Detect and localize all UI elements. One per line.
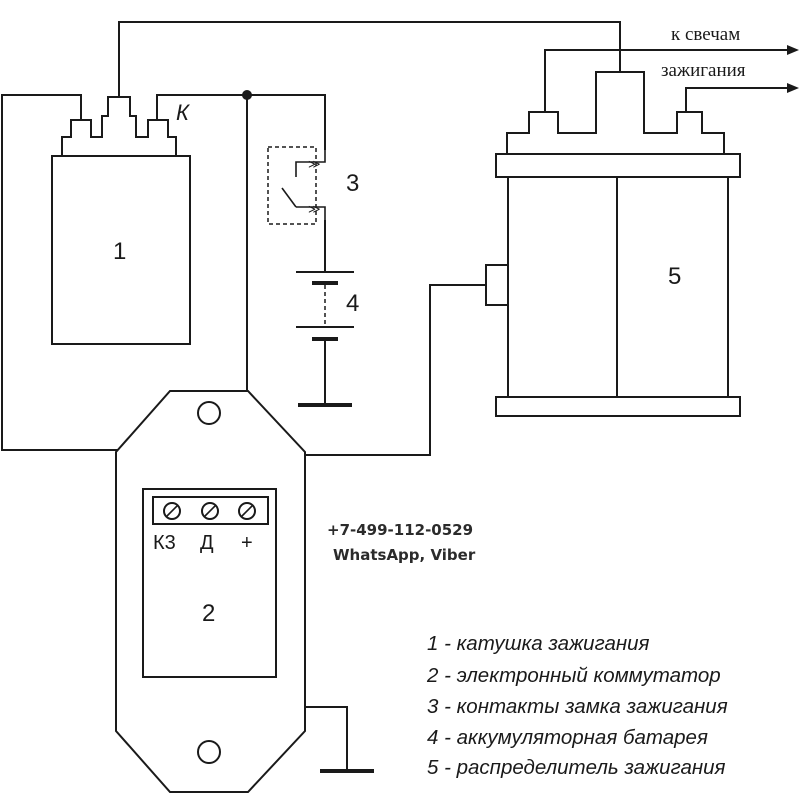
terminal-label-k3: К3 (153, 532, 176, 554)
switch-contact-glyph-upper: ≫ (308, 157, 321, 171)
wire-commutator-ground (305, 706, 348, 771)
distributor-number: 5 (668, 263, 681, 290)
wire-spark-plug-1 (544, 49, 790, 112)
arrowhead-spark-plug-1 (787, 45, 799, 55)
arrowhead-spark-plug-2 (787, 83, 799, 93)
output-label-line1: к свечам (671, 24, 740, 45)
distributor-bottom-flange (495, 396, 741, 417)
terminal-label-plus: + (241, 532, 253, 554)
battery-number: 4 (346, 290, 359, 317)
switch-number: 3 (346, 170, 359, 197)
battery: 4 (296, 271, 359, 341)
wire-junction (242, 90, 252, 100)
ignition-coil: 1 К (51, 96, 191, 345)
wire-coil-to-distributor-center (118, 21, 621, 97)
screw-terminal-plus (238, 502, 256, 520)
terminal-label-d: Д (200, 532, 214, 554)
switch-dashed-box (267, 146, 317, 225)
commutator-number: 2 (202, 600, 215, 627)
electronic-commutator: К3 Д + 2 (115, 390, 306, 793)
coil-body (51, 155, 191, 345)
distributor-cap (506, 71, 725, 154)
legend-item: 1 - катушка зажигания (427, 632, 650, 655)
distributor-sensor-terminal (485, 264, 509, 306)
screw-terminal-d (201, 502, 219, 520)
ignition-switch: ≫ ≫ 3 (267, 146, 359, 225)
wiring (1, 21, 799, 773)
coil-number: 1 (113, 238, 126, 265)
switch-blade (281, 187, 297, 208)
output-label-line2: зажигания (661, 60, 746, 81)
contact-messengers: WhatsApp, Viber (333, 546, 476, 564)
wire-coil-k-to-plus-bus (156, 94, 326, 150)
coil-top (61, 96, 177, 156)
mount-hole-bottom (197, 740, 221, 764)
coil-terminal-label: К (176, 100, 190, 125)
switch-contact-glyph-lower: ≫ (308, 202, 321, 216)
legend-item: 3 - контакты замка зажигания (427, 695, 728, 718)
contact-phone: +7-499-112-0529 (327, 521, 473, 539)
legend-item: 2 - электронный коммутатор (426, 664, 721, 687)
distributor: 5 (485, 71, 741, 417)
switch-contact-upper (295, 150, 326, 177)
screw-terminal-k3 (163, 502, 181, 520)
legend-item: 5 - распределитель зажигания (427, 756, 726, 779)
wire-spark-plug-2 (685, 87, 790, 112)
legend: 1 - катушка зажигания 2 - электронный ко… (426, 632, 728, 779)
distributor-top-flange (495, 153, 741, 178)
legend-item: 4 - аккумуляторная батарея (427, 726, 708, 749)
mount-hole-top (197, 401, 221, 425)
switch-contact-lower (296, 206, 326, 220)
